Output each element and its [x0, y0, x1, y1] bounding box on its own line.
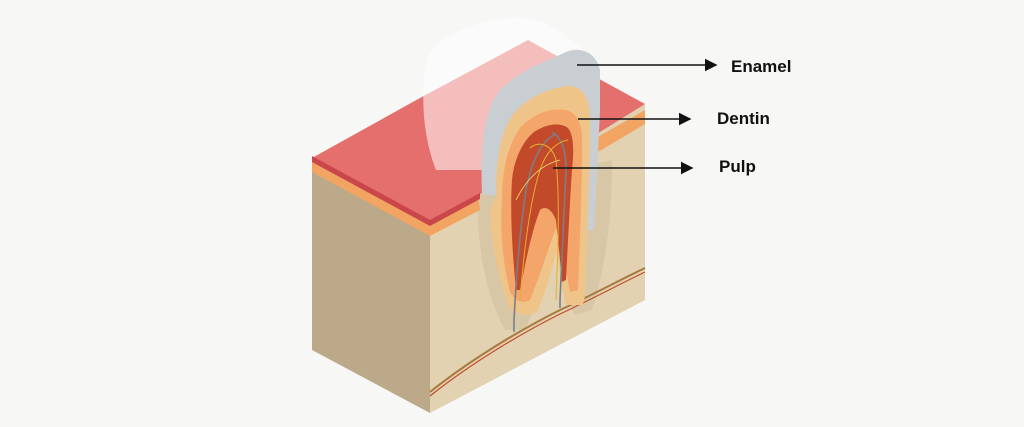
dentin-label: Dentin: [717, 110, 770, 127]
pulp-label: Pulp: [719, 158, 756, 175]
enamel-label: Enamel: [731, 58, 791, 75]
